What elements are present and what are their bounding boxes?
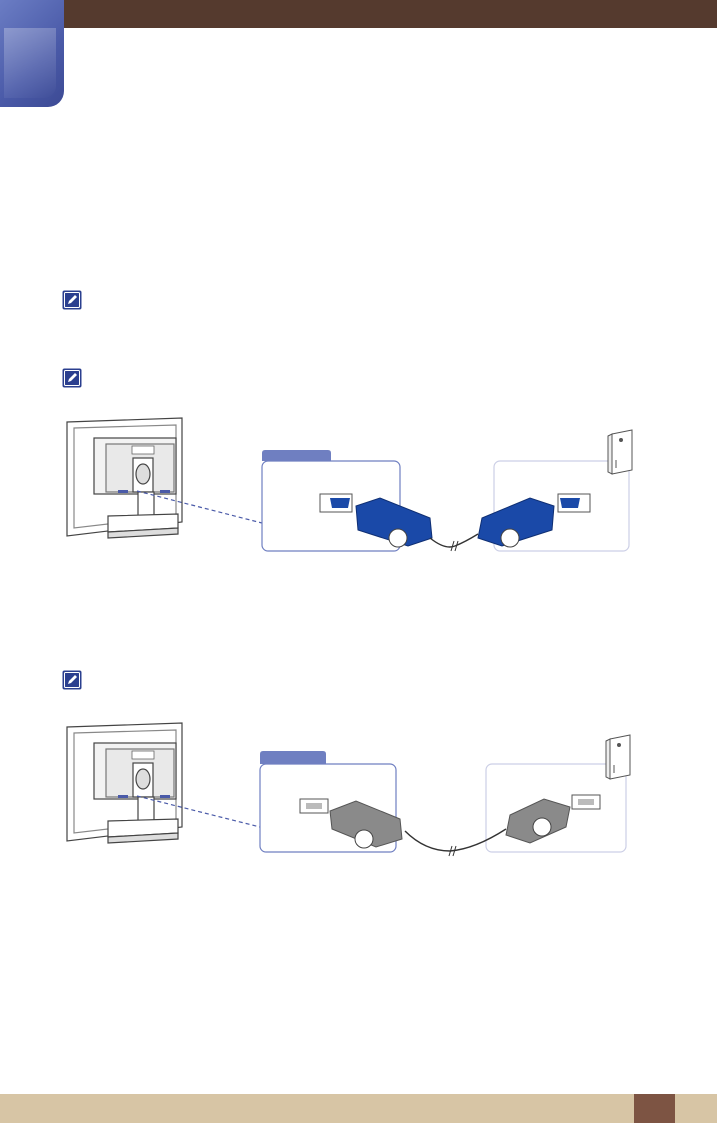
gray-dvi-cable-connector — [329, 800, 403, 848]
monitor-rear-illustration — [66, 722, 183, 844]
dvi-connection-figure — [66, 722, 631, 857]
chapter-tab — [0, 0, 64, 107]
note-pencil-icon — [62, 670, 82, 690]
cable-break-icon — [450, 540, 459, 552]
cable-break-icon — [448, 845, 457, 857]
blue-d-sub-cable-connector — [477, 497, 555, 547]
leader-line — [136, 795, 261, 828]
blue-d-sub-cable-connector — [355, 497, 433, 547]
header-bar — [0, 0, 717, 28]
note-pencil-icon — [62, 290, 82, 310]
chapter-tab-highlight — [4, 28, 56, 98]
thumbscrew-icon — [500, 528, 520, 548]
monitor-rear-illustration — [66, 417, 183, 539]
note-pencil-icon — [62, 368, 82, 388]
cable-line — [429, 533, 479, 548]
thumbscrew-icon — [532, 817, 552, 837]
dvi-port-icon — [571, 794, 601, 810]
dvi-port-icon — [299, 798, 329, 814]
thumbscrew-icon — [354, 829, 374, 849]
d-sub-port-icon — [319, 493, 353, 513]
pc-tower-illustration — [607, 429, 633, 475]
d-sub-connection-figure — [66, 417, 633, 552]
pc-tower-illustration — [605, 734, 631, 780]
d-sub-port-icon — [557, 493, 591, 513]
thumbscrew-icon — [388, 528, 408, 548]
leader-line — [136, 490, 263, 524]
page-number-box — [634, 1094, 675, 1123]
footer-bar — [0, 1094, 717, 1123]
